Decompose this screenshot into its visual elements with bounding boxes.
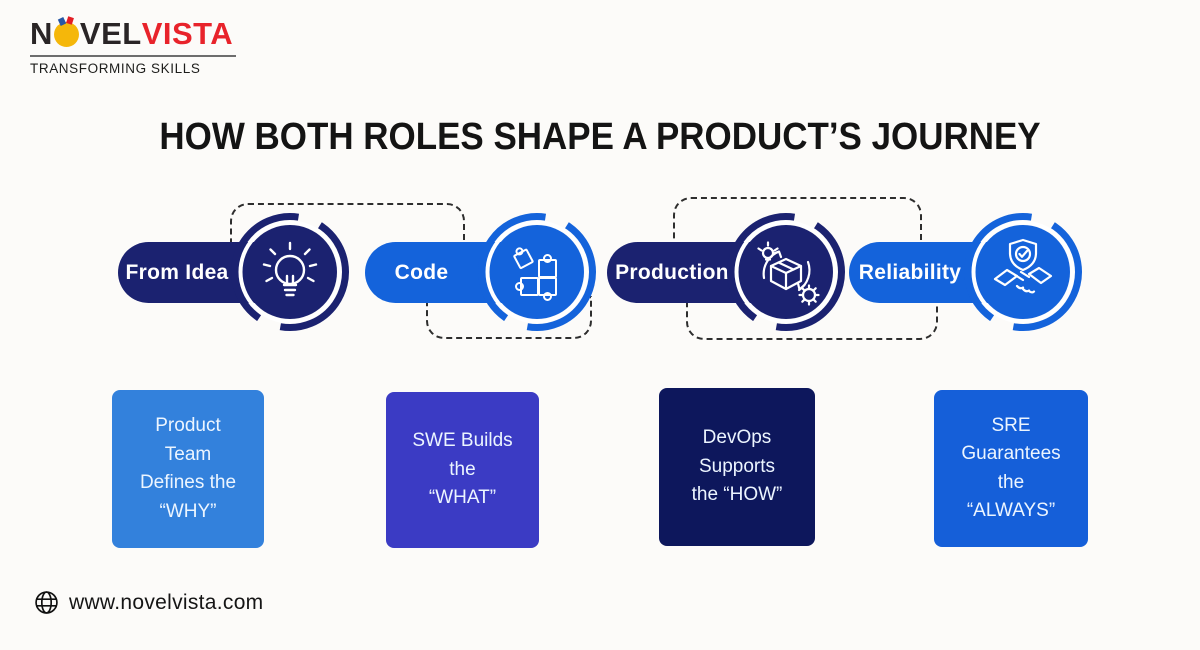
card-product-team: Product Team Defines the “WHY” — [112, 390, 264, 548]
dashed-connector-top-right — [673, 197, 922, 247]
logo-text-n: N — [30, 16, 53, 51]
dashed-connector-bottom-left — [426, 296, 592, 339]
card-swe: SWE Builds the “WHAT” — [386, 392, 539, 548]
website-url: www.novelvista.com — [69, 590, 264, 614]
logo-tagline: TRANSFORMING SKILLS — [30, 55, 236, 76]
production-cycle-icon — [727, 213, 845, 331]
page-title: HOW BOTH ROLES SHAPE A PRODUCT’S JOURNEY — [159, 116, 1041, 158]
dashed-connector-top-left — [230, 203, 465, 247]
lightbulb-icon — [231, 213, 349, 331]
footer: www.novelvista.com — [34, 590, 263, 615]
step-label-production: Production — [615, 260, 729, 284]
logo-text-vel: VEL — [79, 16, 142, 51]
logo-text-vista: VISTA — [141, 16, 234, 51]
card-devops: DevOps Supports the “HOW” — [659, 388, 815, 546]
bulb-logo-icon — [53, 21, 79, 47]
production-badge — [726, 212, 846, 332]
puzzle-icon — [478, 213, 596, 331]
code-badge — [477, 212, 597, 332]
card-sre: SRE Guarantees the “ALWAYS” — [934, 390, 1088, 547]
reliability-badge — [963, 212, 1083, 332]
step-label-reliability: Reliability — [858, 260, 962, 284]
dashed-connector-bottom-right — [686, 297, 938, 340]
globe-icon — [35, 591, 58, 614]
handshake-shield-icon — [964, 213, 1082, 331]
step-label-code: Code — [394, 260, 449, 284]
from-idea-badge — [230, 212, 350, 332]
step-label-from-idea: From Idea — [125, 260, 229, 284]
